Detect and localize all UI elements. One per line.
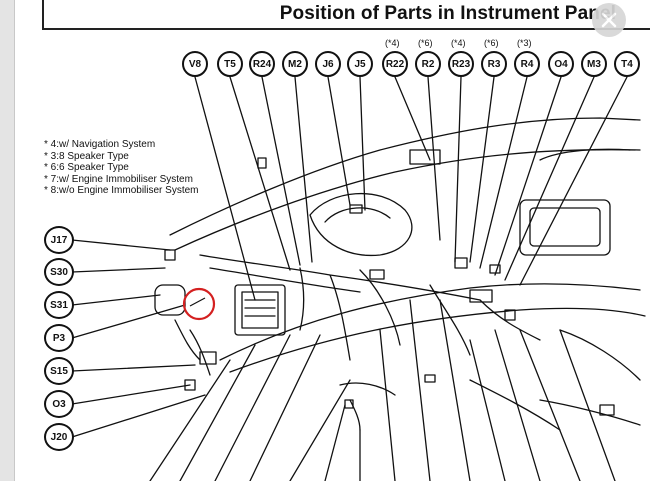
legend-item: * 7:w/ Engine Immobiliser System (44, 173, 193, 185)
legend-item: * 4:w/ Navigation System (44, 139, 156, 150)
callout-m2: M2 (282, 51, 308, 77)
callout-m3: M3 (581, 51, 607, 77)
callout-r2: R2 (415, 51, 441, 77)
callout-p3: P3 (44, 324, 74, 352)
legend-item: * 6:6 Speaker Type (44, 162, 129, 173)
close-x-icon (601, 12, 617, 28)
callout-s30: S30 (44, 258, 74, 286)
callout-r4: R4 (514, 51, 540, 77)
callout-r3: R3 (481, 51, 507, 77)
legend-item: * 8:w/o Engine Immobiliser System (44, 185, 199, 196)
callout-r22: R22 (382, 51, 408, 77)
variant-note-r4: (*3) (517, 38, 532, 48)
callout-s15: S15 (44, 357, 74, 385)
callout-j5: J5 (347, 51, 373, 77)
variant-note-r2: (*6) (418, 38, 433, 48)
variant-note-r22: (*4) (385, 38, 400, 48)
callout-s31: S31 (44, 291, 74, 319)
callout-j17: J17 (44, 226, 74, 254)
callout-o4: O4 (548, 51, 574, 77)
page-title: Position of Parts in Instrument Panel (279, 3, 616, 24)
legend-item: * 3:8 Speaker Type (44, 150, 129, 162)
callout-j6: J6 (315, 51, 341, 77)
legend: * 4:w/ Navigation System * 3:8 Speaker T… (44, 139, 199, 197)
callout-j20: J20 (44, 423, 74, 451)
variant-note-r3: (*6) (484, 38, 499, 48)
callout-o3: O3 (44, 390, 74, 418)
callout-t5: T5 (217, 51, 243, 77)
highlight-circle (182, 287, 216, 321)
variant-note-r23: (*4) (451, 38, 466, 48)
callout-v8: V8 (182, 51, 208, 77)
callout-r24: R24 (249, 51, 275, 77)
callout-t4: T4 (614, 51, 640, 77)
callout-r23: R23 (448, 51, 474, 77)
title-box: Position of Parts in Instrument Panel (42, 0, 650, 30)
page-frame-edge (0, 0, 15, 481)
close-button[interactable] (592, 3, 626, 37)
